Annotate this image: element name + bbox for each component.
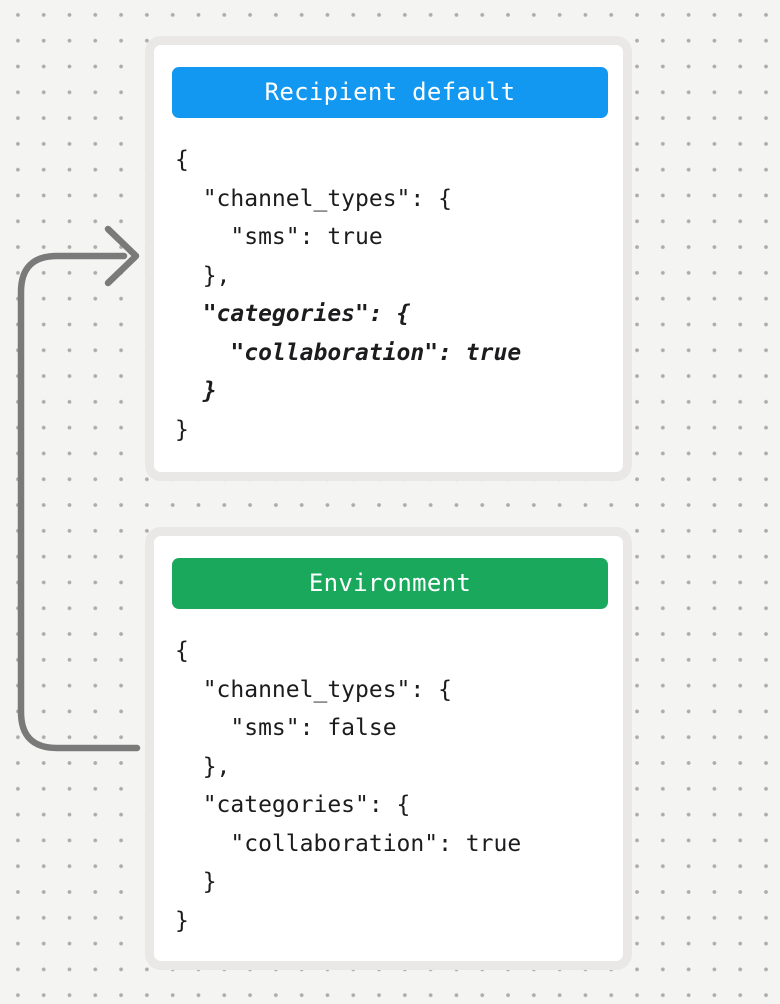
recipient-default-header-badge: Recipient default <box>172 67 608 118</box>
json-code-line: "sms": true <box>175 224 383 250</box>
json-code-line: } <box>175 907 189 934</box>
environment-card: Environment { "channel_types": { "sms": … <box>145 527 632 970</box>
json-code-line: "channel_types": { <box>175 676 452 703</box>
json-code-line: } <box>175 378 217 404</box>
environment-header-badge: Environment <box>172 558 608 609</box>
json-code-line: } <box>175 869 217 895</box>
json-code-line: { <box>175 638 189 664</box>
recipient-default-json-code: { "channel_types": { "sms": true }, "cat… <box>175 141 623 449</box>
recipient-default-card: Recipient default { "channel_types": { "… <box>145 36 632 481</box>
json-code-line: "categories": { <box>175 792 411 818</box>
json-code-line: } <box>175 416 189 443</box>
environment-json-code: { "channel_types": { "sms": false }, "ca… <box>175 632 623 940</box>
flow-arrow-head <box>104 225 140 287</box>
json-code-line: "sms": false <box>175 715 397 741</box>
json-code-line: }, <box>175 262 231 289</box>
flow-arrow-line <box>17 252 141 752</box>
json-code-line: }, <box>175 753 231 780</box>
json-code-line: { <box>175 147 189 173</box>
json-code-line: "collaboration": true <box>175 830 522 857</box>
json-code-line: "channel_types": { <box>175 185 452 212</box>
json-code-line: "collaboration": true <box>175 339 522 366</box>
json-code-line: "categories": { <box>175 301 411 327</box>
